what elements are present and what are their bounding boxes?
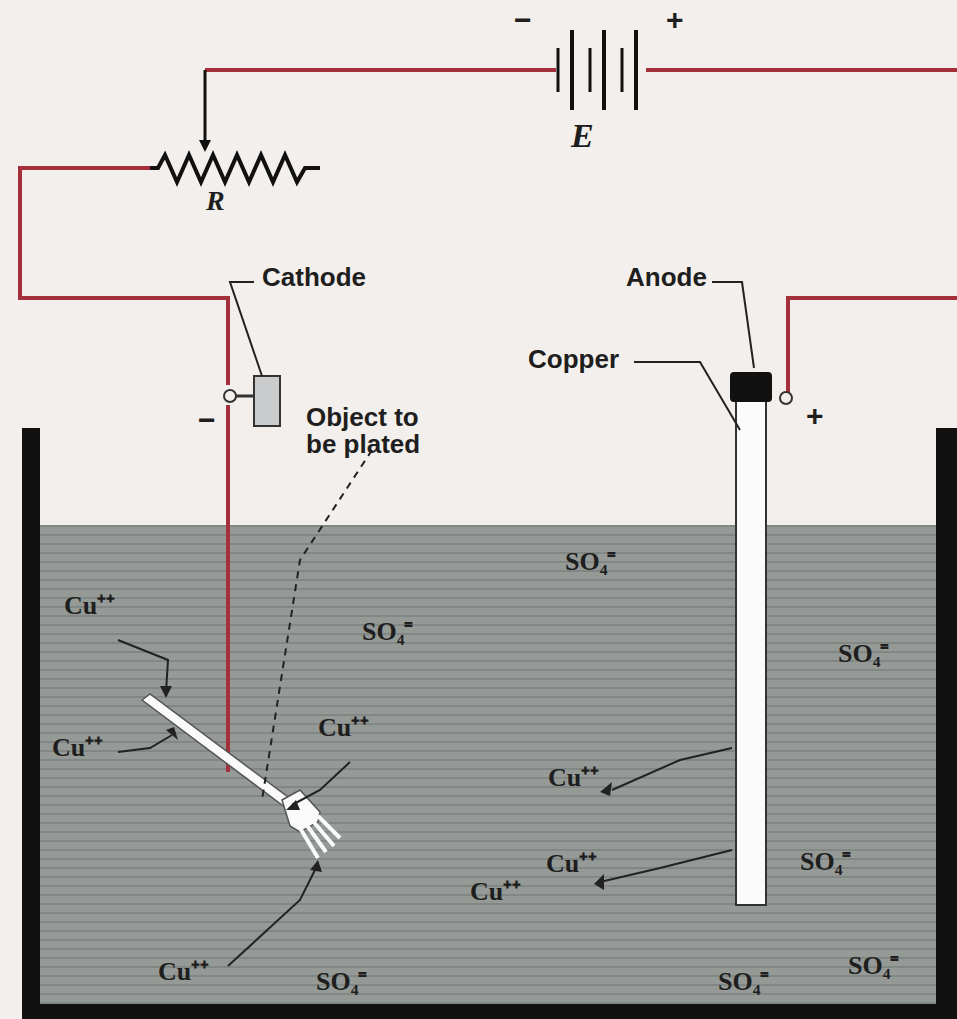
component-label: E xyxy=(571,118,594,154)
callout-label: Copper xyxy=(528,346,619,373)
ion-label: SO₄⁼ xyxy=(565,548,616,575)
cathode-clamp xyxy=(254,376,280,426)
ion-label: Cu⁺⁺ xyxy=(158,958,209,985)
ion-label: Cu⁺⁺ xyxy=(318,714,369,741)
ion-arrows xyxy=(118,640,732,966)
ion-label: Cu⁺⁺ xyxy=(546,850,597,877)
tank-wall xyxy=(936,428,957,1019)
ion-label: Cu⁺⁺ xyxy=(64,592,115,619)
leader-lines xyxy=(230,282,754,800)
polarity-sign: − xyxy=(514,4,532,36)
ion-label: SO₄⁼ xyxy=(848,952,899,979)
terminal xyxy=(224,390,236,402)
ion-label: Cu⁺⁺ xyxy=(470,878,521,905)
solution-texture xyxy=(40,525,937,1005)
ion-label: SO₄⁼ xyxy=(362,618,413,645)
arrowheads xyxy=(160,686,612,890)
callout-label: Anode xyxy=(626,264,707,291)
polarity-sign: + xyxy=(666,4,684,36)
polarity-sign: + xyxy=(806,400,824,432)
tank-wall xyxy=(22,428,40,1019)
ion-label: Cu⁺⁺ xyxy=(52,734,103,761)
fork xyxy=(142,694,340,858)
callout-label: Cathode xyxy=(262,264,366,291)
resistor-symbol xyxy=(150,155,320,182)
ion-label: SO₄⁼ xyxy=(838,640,889,667)
component-label: R xyxy=(206,186,225,215)
solution xyxy=(40,525,937,1005)
ion-label: SO₄⁼ xyxy=(316,968,367,995)
battery-symbol xyxy=(558,30,636,110)
anode-clamp xyxy=(730,372,772,402)
copper-anode xyxy=(736,385,766,905)
ion-label: SO₄⁼ xyxy=(718,968,769,995)
wires xyxy=(20,70,957,772)
polarity-sign: − xyxy=(198,404,216,436)
ion-label: Cu⁺⁺ xyxy=(548,764,599,791)
resistor-wiper xyxy=(204,70,207,145)
callout-label: Object to be plated xyxy=(306,404,456,459)
tank-bottom xyxy=(22,1004,957,1019)
terminal xyxy=(780,392,792,404)
wiper-arrowhead xyxy=(199,140,211,152)
ion-label: SO₄⁼ xyxy=(800,848,851,875)
